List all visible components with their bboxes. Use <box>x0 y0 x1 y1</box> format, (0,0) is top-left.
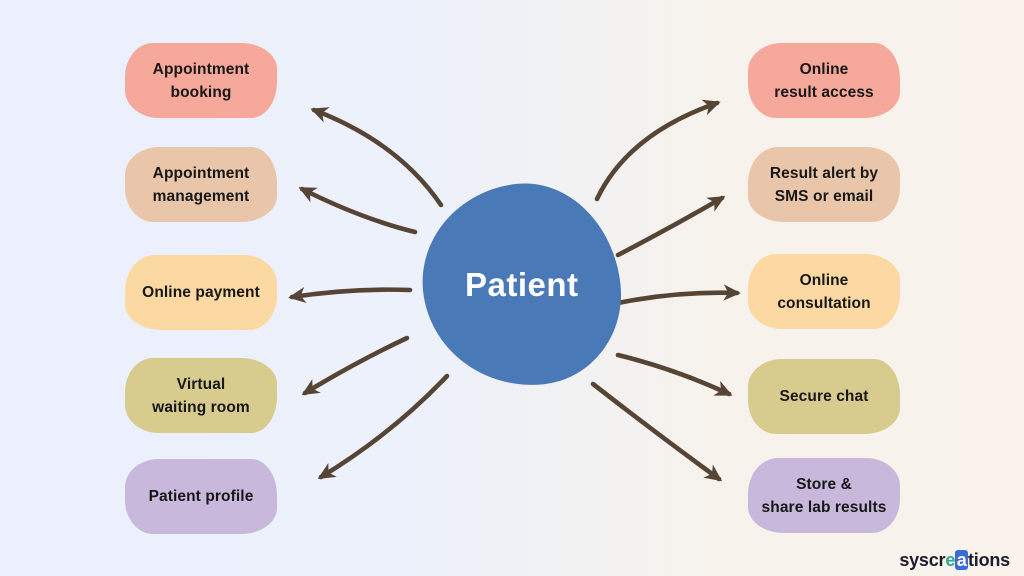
feature-box-store-share-lab-results: Store & share lab results <box>748 458 900 533</box>
arrow-appointment-management <box>298 186 418 235</box>
feature-box-online-consultation: Online consultation <box>748 254 900 329</box>
feature-label: Online consultation <box>777 271 871 312</box>
feature-label: Online result access <box>774 60 874 101</box>
logo-text-suffix: tions <box>968 550 1010 570</box>
arrow-secure-chat <box>615 352 733 397</box>
arrow-online-consultation <box>615 284 741 306</box>
arrow-online-payment <box>288 286 413 304</box>
feature-label: Appointment management <box>152 164 250 205</box>
feature-box-online-result-access: Online result access <box>748 43 900 118</box>
feature-label: Result alert by SMS or email <box>769 164 879 205</box>
feature-box-secure-chat: Secure chat <box>748 359 900 434</box>
logo-letter-a: a <box>955 550 968 570</box>
feature-box-virtual-waiting-room: Virtual waiting room <box>125 358 277 433</box>
feature-box-patient-profile: Patient profile <box>125 459 277 534</box>
feature-box-appointment-booking: Appointment booking <box>125 43 277 118</box>
patient-node: Patient <box>412 174 631 396</box>
feature-box-online-payment: Online payment <box>125 255 277 330</box>
logo-letter-e: e <box>945 550 956 570</box>
feature-label: Store & share lab results <box>761 475 887 516</box>
feature-label: Patient profile <box>148 488 254 505</box>
patient-node-label: Patient <box>464 266 579 303</box>
feature-label: Secure chat <box>779 388 869 405</box>
arrow-store-share-lab-results <box>590 381 723 482</box>
arrow-patient-profile <box>317 373 450 480</box>
logo-text-prefix: syscr <box>899 550 946 570</box>
arrow-appointment-booking <box>310 107 444 208</box>
arrow-virtual-waiting-room <box>301 335 410 396</box>
arrow-online-result-access <box>594 99 721 202</box>
feature-box-result-alert: Result alert by SMS or email <box>748 147 900 222</box>
feature-label: Virtual waiting room <box>152 375 250 416</box>
feature-label: Online payment <box>142 284 260 301</box>
arrow-result-alert <box>615 195 726 258</box>
feature-label: Appointment booking <box>152 60 250 101</box>
syscreations-logo: syscreations <box>899 550 1010 571</box>
feature-box-appointment-management: Appointment management <box>125 147 277 222</box>
